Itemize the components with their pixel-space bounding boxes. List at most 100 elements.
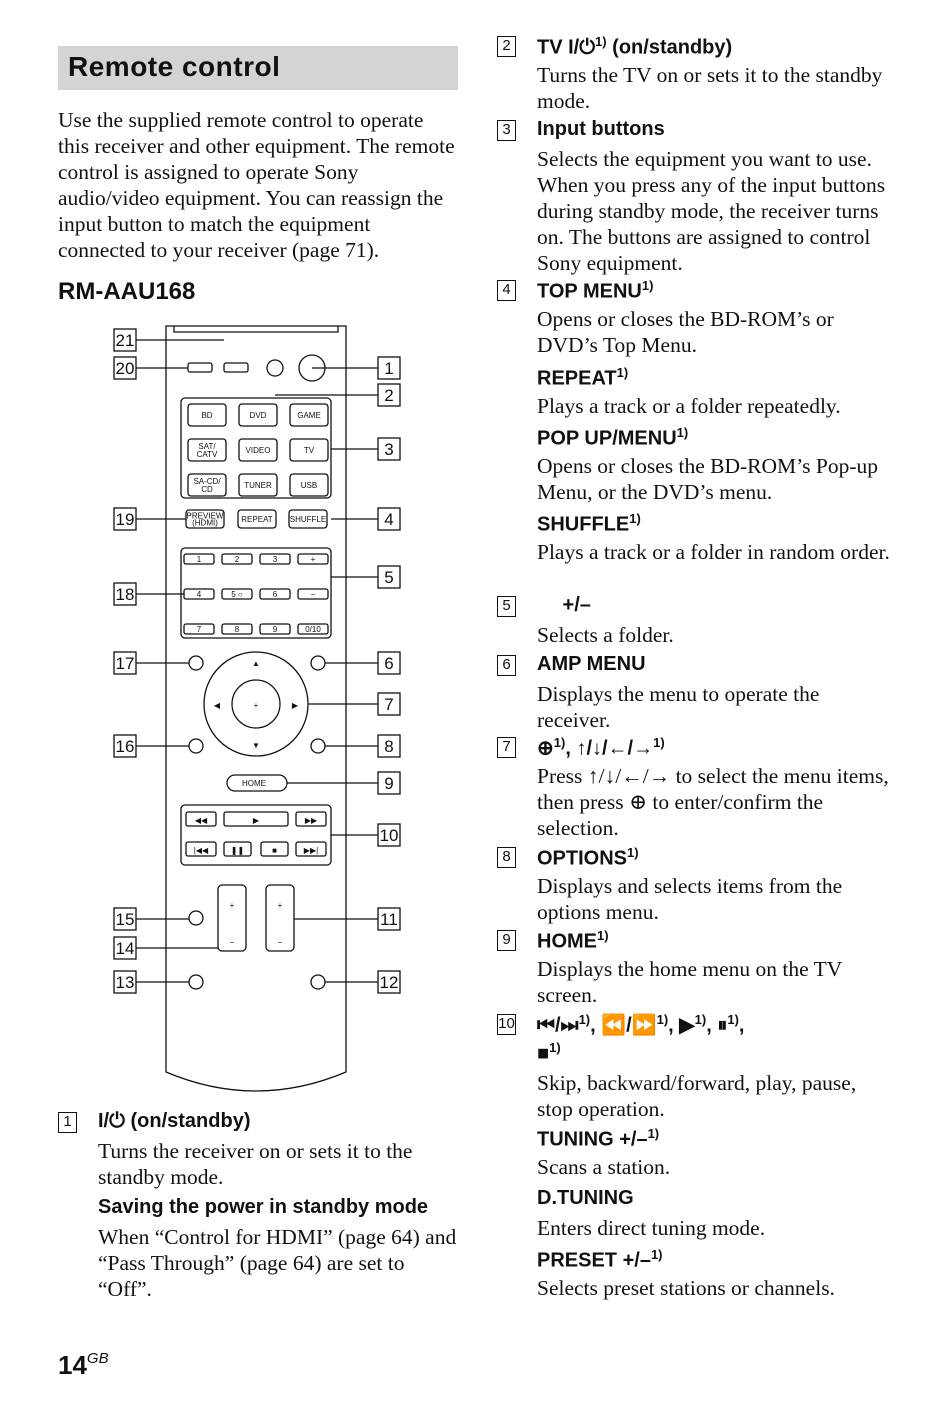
- callout-box: [113, 907, 137, 931]
- callout-number-13: 13: [116, 973, 135, 992]
- item-number: 8: [497, 847, 516, 868]
- remote-btn-12: [310, 974, 326, 990]
- item-description: Opens or closes the BD-ROM’s or DVD’s To…: [537, 307, 834, 357]
- callout-box: [377, 823, 401, 847]
- svg-text:+: +: [254, 701, 259, 710]
- remote-btn-satcatv: [187, 438, 227, 462]
- callout-box: [113, 651, 137, 675]
- remote-label-n1: 1: [197, 555, 202, 564]
- remote-label-tv: TV: [304, 446, 315, 455]
- item-description: Press ↑/↓/←/→ to select the menu items, …: [537, 764, 889, 840]
- remote-home-label: HOME: [242, 779, 266, 788]
- remote-btn-minus: [297, 588, 329, 600]
- callout-number-20: 20: [116, 359, 135, 378]
- callout-number-9: 9: [384, 774, 393, 793]
- remote-btn-repeat: [237, 509, 277, 529]
- callout-number-19: 19: [116, 510, 135, 529]
- remote-transport-symbol: ▶: [253, 816, 260, 825]
- callout-box: [113, 734, 137, 758]
- item-title: TOP MENU1): [537, 278, 654, 303]
- item-title: AMP MENU: [537, 653, 646, 675]
- remote-btn-n9: [259, 623, 291, 635]
- remote-label-game: GAME: [297, 411, 321, 420]
- svg-text:−: −: [230, 938, 235, 947]
- item-description: When “Control for HDMI” (page 64) and “P…: [98, 1225, 457, 1301]
- callout-number-17: 17: [116, 654, 135, 673]
- item-description: Turns the TV on or sets it to the standb…: [537, 63, 883, 113]
- item-number: 5: [497, 596, 516, 617]
- page-number-value: 14: [58, 1350, 87, 1380]
- callout-number-18: 18: [116, 585, 135, 604]
- remote-label-minus: −: [311, 590, 316, 599]
- remote-label-satcatv: SAT/: [198, 442, 216, 451]
- remote-label-sacd: SA-CD/: [193, 477, 221, 486]
- page-number: 14GB: [58, 1350, 109, 1381]
- item-description: Enters direct tuning mode.: [537, 1216, 766, 1240]
- remote-transport-btn: [185, 811, 217, 827]
- remote-program-rocker: [265, 884, 295, 952]
- remote-transport-symbol: ▶▶: [305, 816, 318, 825]
- svg-text:▶: ▶: [292, 701, 299, 710]
- callout-box: [113, 970, 137, 994]
- svg-text:+: +: [278, 901, 283, 910]
- item-description: Selects preset stations or channels.: [537, 1276, 835, 1300]
- callout-number-3: 3: [384, 440, 393, 459]
- remote-btn-n6: [259, 588, 291, 600]
- remote-label-preview: (HDMI): [192, 519, 218, 528]
- remote-btn-n2: [221, 553, 253, 565]
- callout-number-7: 7: [384, 695, 393, 714]
- item-title: D.TUNING: [537, 1187, 634, 1209]
- callout-number-4: 4: [384, 510, 393, 529]
- intro-paragraph: Use the supplied remote control to opera…: [58, 108, 455, 262]
- callout-number-16: 16: [116, 737, 135, 756]
- remote-transport-btn: [223, 811, 289, 827]
- callout-box: [113, 328, 137, 352]
- remote-btn-dvd: [238, 403, 278, 427]
- item-description: Selects a folder.: [537, 623, 674, 647]
- remote-transport-symbol: ▶▶|: [304, 846, 318, 855]
- item-title: HOME1): [537, 928, 609, 953]
- remote-label-dvd: DVD: [250, 411, 267, 420]
- item-title: Saving the power in standby mode: [98, 1196, 429, 1218]
- remote-illustration: .b { fill:#fff; stroke:#111; stroke-widt…: [113, 325, 401, 1092]
- callout-box: [113, 507, 137, 531]
- remote-btn-bd: [187, 403, 227, 427]
- svg-text:▲: ▲: [252, 659, 260, 668]
- remote-btn-tv: [289, 438, 329, 462]
- item-description: Plays a track or a folder repeatedly.: [537, 394, 841, 418]
- remote-btn-plus: [297, 553, 329, 565]
- callout-number-8: 8: [384, 737, 393, 756]
- callout-box: [377, 565, 401, 589]
- callout-number-21: 21: [116, 331, 135, 350]
- remote-transport-symbol: ◀◀: [195, 816, 208, 825]
- remote-label-n3: 3: [273, 555, 278, 564]
- remote-btn-tuner: [238, 473, 278, 497]
- item-description: Scans a station.: [537, 1155, 671, 1179]
- item-number: 1: [58, 1112, 77, 1133]
- callout-number-1: 1: [384, 359, 393, 378]
- svg-text:▼: ▼: [252, 741, 260, 750]
- item-number: 3: [497, 120, 516, 141]
- svg-text:+: +: [230, 901, 235, 910]
- remote-btn-15: [188, 910, 204, 926]
- remote-label-repeat: REPEAT: [241, 515, 273, 524]
- item-number: 6: [497, 655, 516, 676]
- remote-volume-rocker: [217, 884, 247, 952]
- item-title: ⊕1), ↑/↓/←/→1): [537, 735, 665, 760]
- remote-btn-13: [188, 974, 204, 990]
- remote-btn-n0: [297, 623, 329, 635]
- item-description: Turns the receiver on or sets it to the …: [98, 1139, 413, 1189]
- callout-number-12: 12: [380, 973, 399, 992]
- callout-box: [377, 970, 401, 994]
- remote-label-sacd: CD: [201, 485, 213, 494]
- item-title: OPTIONS1): [537, 845, 639, 870]
- callout-box: [113, 582, 137, 606]
- callout-number-6: 6: [384, 654, 393, 673]
- svg-text:◀: ◀: [214, 701, 221, 710]
- callout-number-14: 14: [116, 939, 135, 958]
- item-description: Displays and selects items from the opti…: [537, 874, 843, 924]
- item-title: I/⏻ (on/standby): [98, 1110, 251, 1132]
- remote-transport-symbol: |◀◀: [194, 846, 209, 855]
- callout-number-5: 5: [384, 568, 393, 587]
- item-title: +/–: [537, 594, 591, 616]
